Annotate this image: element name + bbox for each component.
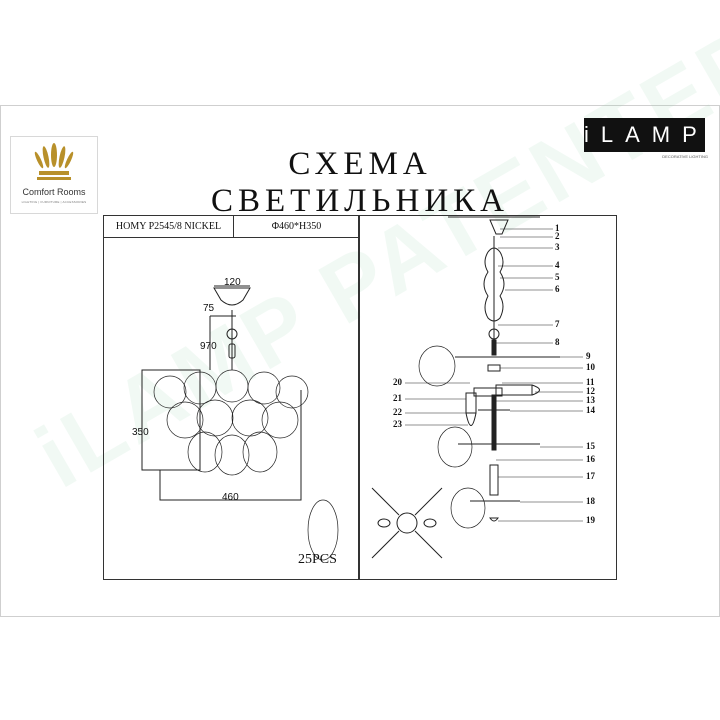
assembled-view-panel: HOMY P2545/8 NICKEL Φ460*H350 — [103, 215, 360, 580]
single-pendant — [307, 499, 339, 561]
part-label: 12 — [586, 386, 595, 396]
crystal-body — [153, 369, 339, 561]
part-label: 19 — [586, 515, 595, 525]
part-label: 23 — [393, 419, 402, 429]
part-label: 17 — [586, 471, 595, 481]
comfort-rooms-logo: Comfort Rooms LIGHTING | FURNITURE | ACC… — [10, 136, 98, 214]
part-label: 11 — [586, 377, 595, 387]
model-size: Φ460*H350 — [234, 216, 359, 238]
part-label: 20 — [393, 377, 402, 387]
part-label: 5 — [555, 272, 560, 282]
dim-canopy-width: 120 — [224, 277, 241, 288]
part-label: 18 — [586, 496, 595, 506]
part-label: 2 — [555, 231, 560, 241]
part-label: 3 — [555, 242, 560, 252]
part-label: 7 — [555, 319, 560, 329]
canopy — [213, 287, 251, 306]
part-label: 15 — [586, 441, 595, 451]
model-name: HOMY P2545/8 NICKEL — [104, 216, 234, 238]
ilamp-tagline: DECORATIVE LIGHTING — [662, 154, 708, 159]
part-label: 4 — [555, 260, 560, 270]
part-label: 21 — [393, 393, 402, 403]
crown-icon — [34, 143, 74, 180]
part-label: 16 — [586, 454, 595, 464]
part-label: 13 — [586, 395, 595, 405]
part-label: 10 — [586, 362, 595, 372]
part-label: 9 — [586, 351, 591, 361]
dim-total-height: 970 — [200, 341, 217, 352]
part-label: 22 — [393, 407, 402, 417]
part-label: 1 — [555, 223, 560, 233]
page-title: СХЕМА СВЕТИЛЬНИКА — [210, 146, 509, 219]
dim-body-height: 350 — [132, 427, 149, 438]
part-label: 6 — [555, 284, 560, 294]
pendant-count: 25PCS — [298, 552, 337, 567]
part-label: 8 — [555, 337, 560, 347]
dim-canopy-height: 75 — [203, 303, 215, 314]
ilamp-logo: iLAMP — [584, 118, 705, 152]
exploded-view-panel — [358, 215, 617, 580]
exploded-view — [371, 216, 560, 559]
part-label: 14 — [586, 405, 595, 415]
dim-diameter: 460 — [222, 492, 239, 503]
